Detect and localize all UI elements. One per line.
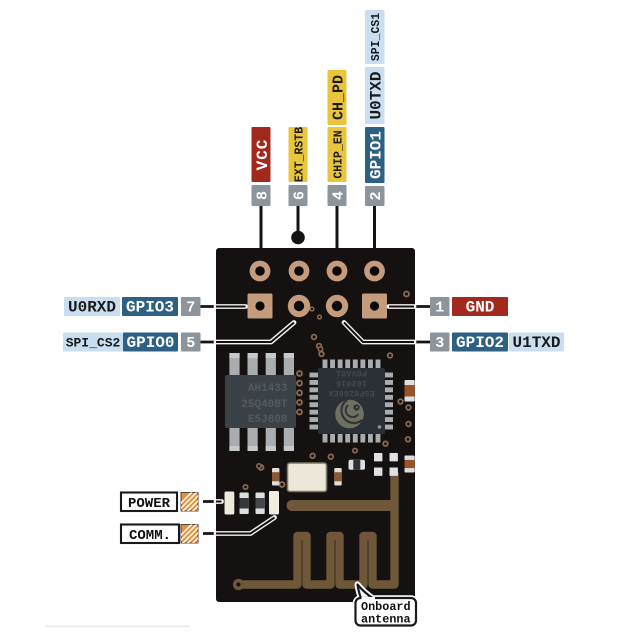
svg-text:2: 2 (368, 191, 385, 200)
svg-text:3: 3 (435, 335, 444, 352)
svg-text:ESP8266EX: ESP8266EX (327, 388, 374, 398)
svg-text:EXT_RSTB: EXT_RSTB (293, 127, 306, 182)
svg-text:COMM.: COMM. (129, 528, 171, 544)
svg-text:CHIP_EN: CHIP_EN (332, 130, 345, 178)
svg-text:4: 4 (330, 191, 347, 200)
svg-text:GPIO1: GPIO1 (368, 131, 386, 179)
svg-text:GPIO3: GPIO3 (126, 299, 174, 317)
svg-text:GPIO2: GPIO2 (456, 334, 504, 352)
svg-text:U0TXD: U0TXD (368, 71, 386, 119)
svg-text:U0RXD: U0RXD (68, 299, 116, 317)
svg-text:antenna: antenna (361, 613, 411, 627)
svg-text:AH1433: AH1433 (248, 383, 288, 395)
svg-text:P0VA01: P0VA01 (336, 368, 367, 378)
svg-text:VCC: VCC (254, 139, 272, 171)
svg-text:SPI_CS1: SPI_CS1 (370, 13, 383, 61)
svg-text:SPI_CS2: SPI_CS2 (66, 336, 121, 351)
svg-text:POWER: POWER (128, 496, 171, 512)
svg-text:25Q40BT: 25Q40BT (241, 399, 288, 411)
svg-text:6: 6 (291, 191, 308, 200)
svg-text:U1TXD: U1TXD (512, 334, 560, 352)
svg-text:5: 5 (186, 335, 195, 352)
svg-text:8: 8 (254, 191, 271, 200)
svg-text:CH_PD: CH_PD (331, 75, 348, 120)
svg-text:102016: 102016 (336, 378, 367, 388)
svg-text:GND: GND (466, 299, 495, 317)
svg-text:Onboard: Onboard (361, 600, 411, 614)
svg-text:GPIO0: GPIO0 (126, 334, 174, 352)
svg-text:E5J808: E5J808 (248, 414, 288, 426)
svg-text:1: 1 (435, 300, 444, 317)
svg-text:7: 7 (186, 300, 195, 317)
